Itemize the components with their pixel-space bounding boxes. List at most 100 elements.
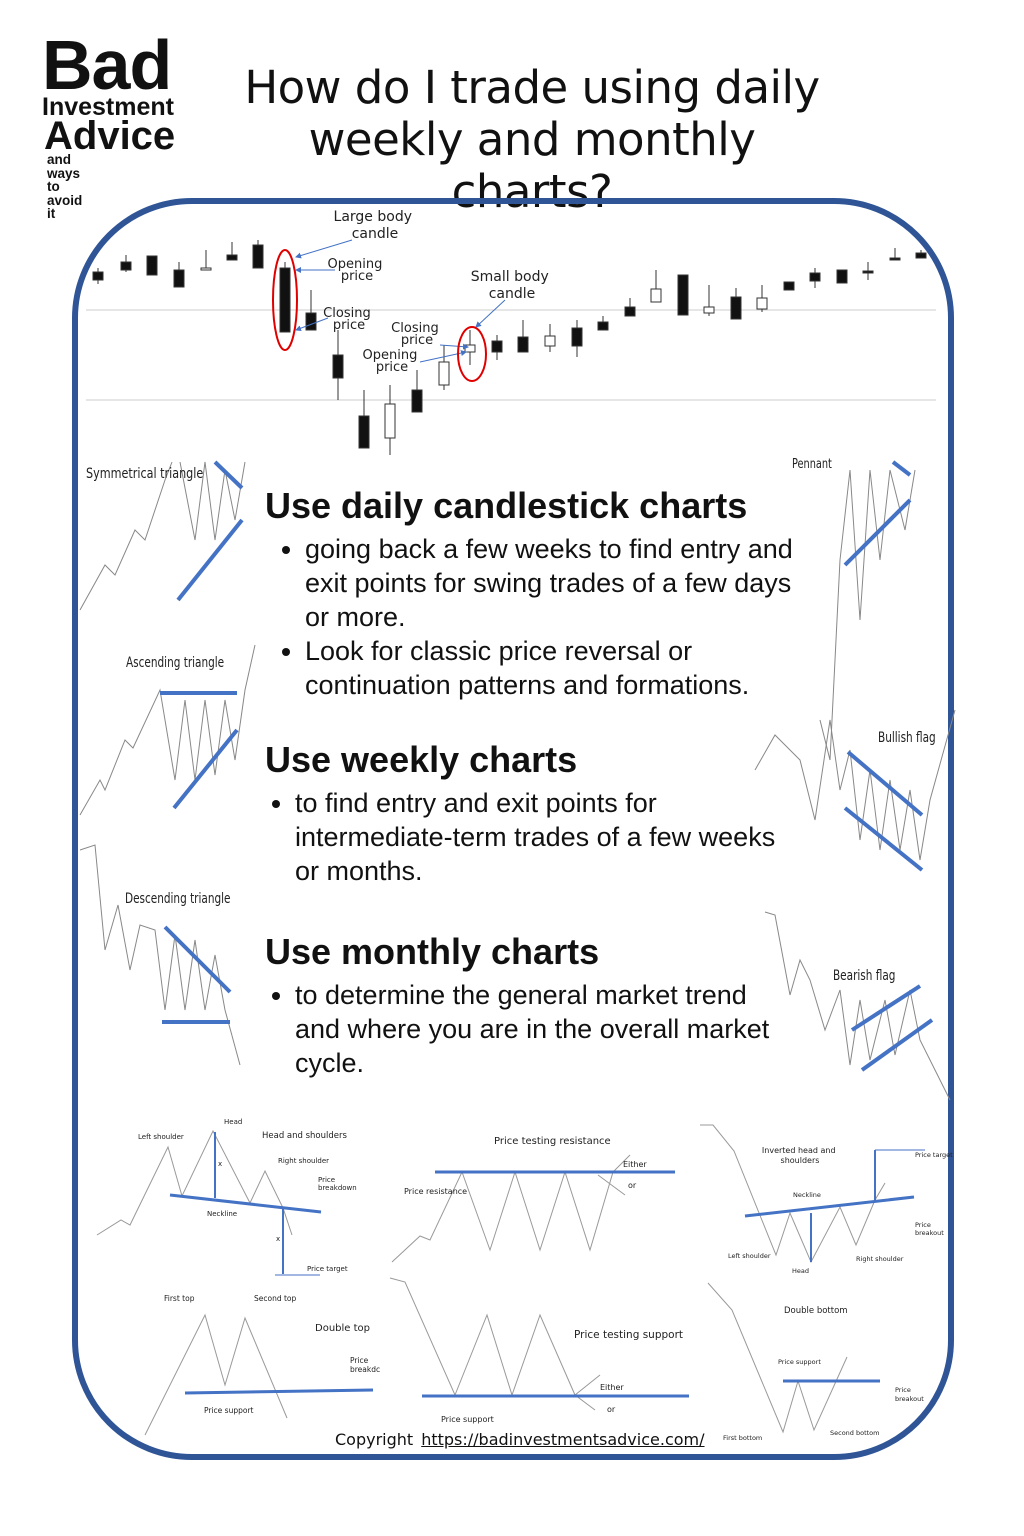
price-resistance-diagram: Price testing resistance Price resistanc…: [391, 1136, 675, 1263]
candle-body: [677, 274, 689, 316]
hs-x2: x: [276, 1235, 280, 1243]
bullet-list: going back a few weeks to find entry and…: [265, 532, 795, 702]
double-bottom-second: Second bottom: [830, 1429, 880, 1437]
double-top-second: Second top: [254, 1294, 297, 1303]
logo-bad: Bad: [42, 26, 172, 104]
highlight-small-candle: [457, 326, 487, 382]
price-support-diagram: Price testing support Price support Eith…: [389, 1277, 689, 1424]
double-top-first: First top: [164, 1294, 195, 1303]
label-pennant: Pennant: [792, 456, 832, 472]
label-small-closing: Closing price: [391, 321, 443, 348]
candle-body: [332, 354, 344, 379]
double-top-breakdown: Price breakdc: [350, 1356, 380, 1374]
hs-title: Head and shoulders: [262, 1131, 348, 1141]
candle-body: [173, 269, 185, 288]
support-either: Either: [600, 1383, 624, 1392]
hs-right-shoulder: Right shoulder: [278, 1157, 329, 1165]
website-link[interactable]: https://badinvestmentsadvice.com/: [421, 1430, 705, 1449]
section-daily: Use daily candlestick charts going back …: [265, 484, 795, 702]
logo-investment: Investment: [42, 93, 174, 121]
label-bearish-flag: Bearish flag: [833, 968, 895, 984]
candle-body: [384, 403, 396, 439]
candle-body: [252, 244, 264, 269]
candle-body: [544, 335, 556, 347]
section-heading: Use monthly charts: [265, 931, 600, 972]
candle-body: [411, 389, 423, 413]
highlight-large-candle: [272, 249, 298, 351]
candle-body: [305, 312, 317, 331]
candle-body: [703, 306, 715, 314]
inverted-head-and-shoulders-diagram: Inverted head and shoulders Left shoulde…: [700, 1124, 953, 1275]
candle-body: [438, 361, 450, 386]
resistance-or: or: [628, 1181, 637, 1190]
ihs-target: Price target: [915, 1151, 953, 1159]
support-or: or: [607, 1405, 616, 1414]
pattern-trendlines: [160, 460, 934, 1072]
double-top-support: Price support: [204, 1406, 254, 1415]
candle-body: [120, 261, 132, 271]
ihs-left-shoulder: Left shoulder: [728, 1252, 771, 1260]
logo-tagline: and ways to avoid it: [47, 152, 83, 221]
candle-body: [464, 344, 476, 353]
section-weekly: Use weekly charts to find entry and exit…: [265, 738, 795, 888]
page-title: How do I trade using daily weekly and mo…: [244, 61, 820, 218]
candle-body: [491, 340, 503, 353]
double-bottom-diagram: Double bottom Price support First bottom…: [707, 1282, 924, 1442]
candle-body: [889, 257, 901, 261]
head-and-shoulders-diagram: Head and shoulders Left shoulder Head Ri…: [96, 1118, 357, 1276]
hs-x1: x: [218, 1160, 222, 1168]
bullet-item: Look for classic price reversal or conti…: [305, 634, 795, 702]
candle-body: [624, 306, 636, 317]
label-descending-triangle: Descending triangle: [125, 891, 231, 907]
candlestick-annotations: Large body candle Opening price Closing …: [272, 209, 553, 382]
support-label: Price support: [441, 1415, 494, 1424]
double-bottom-first: First bottom: [723, 1434, 762, 1442]
candle-body: [862, 270, 874, 274]
label-large-opening: Opening price: [328, 257, 387, 284]
label-large-closing: Closing price: [323, 306, 375, 333]
hs-neckline: Neckline: [207, 1210, 237, 1218]
bullet-list: to determine the general market trend an…: [265, 978, 795, 1080]
resistance-either: Either: [623, 1160, 647, 1169]
candle-body: [358, 415, 370, 449]
label-ascending-triangle: Ascending triangle: [126, 655, 224, 671]
support-title: Price testing support: [574, 1329, 683, 1341]
candle-body: [226, 254, 238, 261]
main-text: Use daily candlestick charts going back …: [265, 484, 795, 1080]
candle-body: [597, 321, 609, 331]
label-symmetrical-triangle: Symmetrical triangle: [86, 465, 203, 482]
bullet-list: to find entry and exit points for interm…: [265, 786, 795, 888]
ihs-head: Head: [792, 1267, 809, 1275]
candle-body: [146, 255, 158, 276]
double-bottom-breakout: Price breakout: [895, 1386, 924, 1403]
candle-body: [836, 269, 848, 284]
bullet-item: going back a few weeks to find entry and…: [305, 532, 795, 634]
candlestick-chart: [86, 240, 936, 455]
section-heading: Use weekly charts: [265, 739, 578, 780]
hs-breakdown: Price breakdown: [318, 1176, 357, 1192]
section-monthly: Use monthly charts to determine the gene…: [265, 930, 795, 1080]
bullet-item: to determine the general market trend an…: [295, 978, 795, 1080]
double-top-title: Double top: [315, 1323, 370, 1334]
resistance-title: Price testing resistance: [494, 1136, 611, 1147]
candle-body: [200, 267, 212, 271]
candle-body: [783, 281, 795, 291]
candle-body: [279, 267, 291, 333]
ihs-right-shoulder: Right shoulder: [856, 1255, 904, 1263]
hs-target: Price target: [307, 1265, 348, 1273]
content-frame: [72, 198, 954, 1460]
label-large-body: Large body candle: [334, 209, 417, 242]
bullet-item: to find entry and exit points for interm…: [295, 786, 795, 888]
resistance-label: Price resistance: [404, 1187, 467, 1196]
candle-body: [915, 252, 927, 259]
ihs-neckline: Neckline: [793, 1191, 821, 1199]
candle-body: [756, 297, 768, 310]
candle-body: [730, 296, 742, 320]
label-bullish-flag: Bullish flag: [878, 730, 936, 746]
hs-head: Head: [224, 1118, 242, 1126]
candle-body: [809, 272, 821, 282]
candle-body: [571, 327, 583, 347]
double-top-diagram: Double top First top Second top Price su…: [144, 1294, 380, 1436]
